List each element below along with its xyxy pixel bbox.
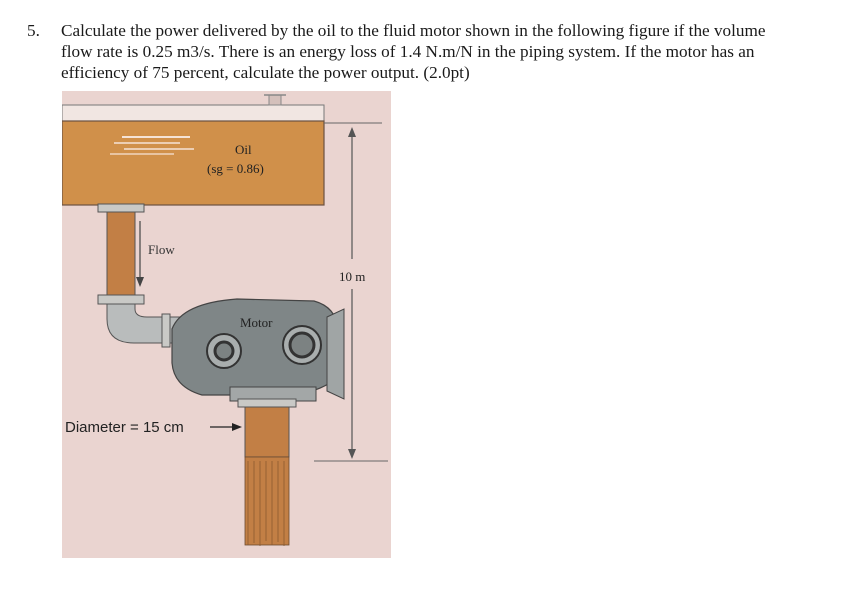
sg-label: (sg = 0.86) xyxy=(207,161,264,176)
oil-tank xyxy=(62,94,325,206)
question-number: 5. xyxy=(27,21,40,40)
height-dimension xyxy=(314,122,388,462)
motor-label: Motor xyxy=(240,315,273,330)
diameter-label: Diameter = 15 cm xyxy=(65,419,184,436)
oil-motor-figure: Flow Oil (sg = 0.86) Motor xyxy=(62,91,391,558)
height-label: 10 m xyxy=(339,269,365,284)
diameter-arrow xyxy=(210,423,242,431)
flow-label: Flow xyxy=(148,242,175,257)
motor xyxy=(171,298,345,402)
oil-label: Oil xyxy=(235,142,252,157)
flow-arrow xyxy=(136,221,144,287)
question-text: Calculate the power delivered by the oil… xyxy=(61,21,766,82)
figure-drawing: Flow Oil (sg = 0.86) Motor xyxy=(62,91,391,558)
discharge-pipe xyxy=(237,398,297,546)
